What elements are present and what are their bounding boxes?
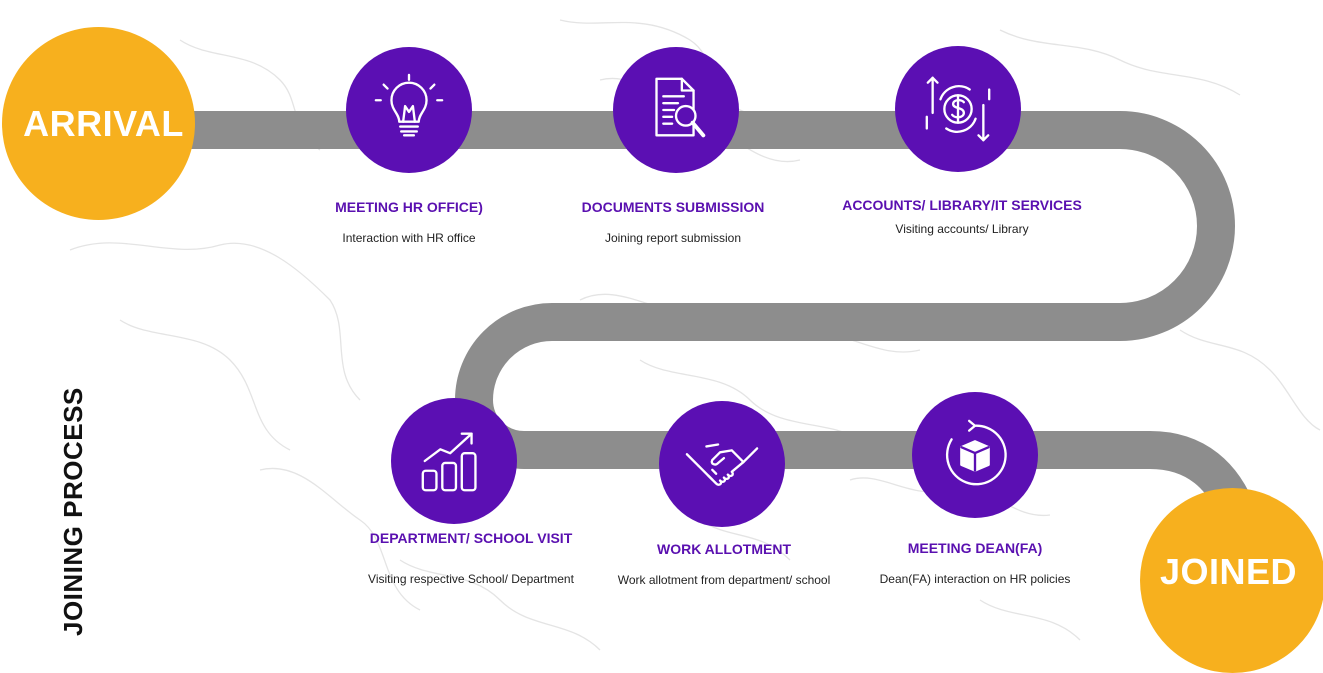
step-desc-meeting-hr: Interaction with HR office: [342, 231, 476, 245]
step-desc-accounts: Visiting accounts/ Library: [895, 222, 1029, 236]
step-circle-meeting-dean: [912, 392, 1038, 518]
arrival-label: ARRIVAL: [23, 102, 184, 144]
step-title-work-allotment: WORK ALLOTMENT: [656, 541, 791, 557]
arrival-marker: ARRIVAL: [2, 27, 195, 220]
dollar-exchange-icon: [925, 76, 991, 142]
growth-chart-icon: [421, 432, 477, 492]
step-title-department: DEPARTMENT/ SCHOOL VISIT: [369, 530, 573, 546]
lightbulb-icon: [374, 73, 444, 137]
document-search-icon: [655, 77, 706, 138]
step-circle-meeting-hr: [346, 47, 472, 173]
joined-label: JOINED: [1159, 550, 1298, 592]
step-title-documents: DOCUMENTS SUBMISSION: [581, 199, 765, 215]
step-title-meeting-dean: MEETING DEAN(FA): [907, 540, 1043, 556]
step-circle-work-allotment: [659, 401, 785, 527]
handshake-icon: [685, 443, 759, 486]
step-circle-accounts: [895, 46, 1021, 172]
joined-marker: JOINED: [1140, 488, 1323, 673]
step-circle-department: [391, 398, 517, 524]
box-cycle-icon: [945, 419, 1007, 486]
step-title-meeting-hr: MEETING HR OFFICE): [335, 199, 483, 215]
step-desc-department: Visiting respective School/ Department: [368, 572, 574, 586]
step-desc-documents: Joining report submission: [604, 231, 742, 245]
process-title: JOINING PROCESS: [58, 387, 88, 636]
step-circle-documents: [613, 47, 739, 173]
step-title-accounts: ACCOUNTS/ LIBRARY/IT SERVICES: [842, 197, 1082, 213]
step-desc-work-allotment: Work allotment from department/ school: [617, 573, 831, 587]
step-desc-meeting-dean: Dean(FA) interaction on HR policies: [879, 572, 1071, 586]
